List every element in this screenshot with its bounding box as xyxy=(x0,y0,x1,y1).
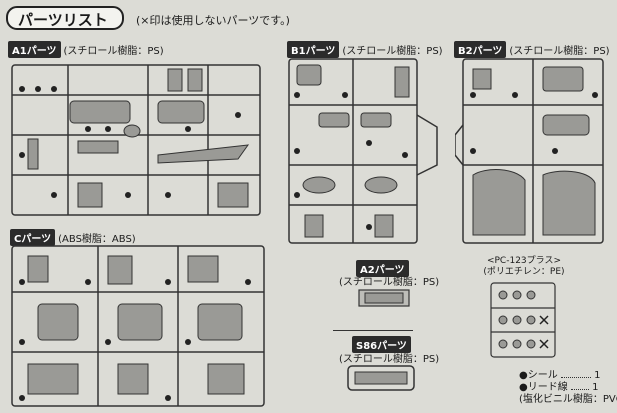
frame-b1-diagram xyxy=(285,55,445,247)
unused-parts-note: (×印は使用しないパーツです。) xyxy=(136,14,290,27)
frame-a2-tag: A2パーツ xyxy=(356,260,409,277)
frame-c-material: (ABS樹脂：ABS) xyxy=(58,234,136,245)
frame-a1-label: A1パーツ(スチロール樹脂：PS) xyxy=(8,41,164,58)
legend-lead-count: 1 xyxy=(592,382,599,393)
frame-c-diagram xyxy=(8,242,270,410)
frame-pc-diagram xyxy=(488,280,558,360)
frame-b1-label: B1パーツ(スチロール樹脂：PS) xyxy=(287,41,443,58)
frame-b1-material: (スチロール樹脂：PS) xyxy=(342,46,443,57)
page-title: パーツリスト xyxy=(6,6,124,30)
frame-b2-tag: B2パーツ xyxy=(454,41,507,58)
divider-line xyxy=(333,330,413,331)
frame-b2-material: (スチロール樹脂：PS) xyxy=(509,46,610,57)
frame-c-tag: Cパーツ xyxy=(10,229,56,246)
frame-s86-tag: S86パーツ xyxy=(352,336,411,353)
legend-lead: ●リード線 1 xyxy=(519,382,617,394)
extras-legend: ●シール 1 ●リード線 1 (塩化ビニル樹脂：PVC) xyxy=(519,370,617,406)
legend-lead-label: ●リード線 xyxy=(519,382,568,393)
legend-seal: ●シール 1 xyxy=(519,370,617,382)
frame-s86-material: (スチロール樹脂：PS) xyxy=(339,354,440,365)
frame-b2-label: B2パーツ(スチロール樹脂：PS) xyxy=(454,41,610,58)
frame-a1-diagram xyxy=(8,55,266,223)
frame-a1-material: (スチロール樹脂：PS) xyxy=(63,46,164,57)
frame-s86-diagram xyxy=(345,362,417,394)
frame-b1-tag: B1パーツ xyxy=(287,41,340,58)
frame-b2-diagram xyxy=(455,55,613,247)
frame-a2-tag-wrap: A2パーツ xyxy=(356,258,409,277)
pc-frame-name: <PC-123プラス> xyxy=(486,256,562,266)
frame-s86-tag-wrap: S86パーツ xyxy=(352,334,411,353)
legend-pvc: (塩化ビニル樹脂：PVC) xyxy=(519,394,617,405)
frame-c-label: Cパーツ(ABS樹脂：ABS) xyxy=(10,229,136,246)
frame-a2-material: (スチロール樹脂：PS) xyxy=(339,277,440,288)
frame-a1-tag: A1パーツ xyxy=(8,41,61,58)
legend-seal-label: ●シール xyxy=(519,370,558,381)
pc-frame-material: (ポリエチレン：PE) xyxy=(483,267,565,277)
legend-seal-count: 1 xyxy=(594,370,601,381)
frame-a2-diagram xyxy=(357,287,411,309)
pc-frame-label: <PC-123プラス> (ポリエチレン：PE) xyxy=(474,256,574,278)
